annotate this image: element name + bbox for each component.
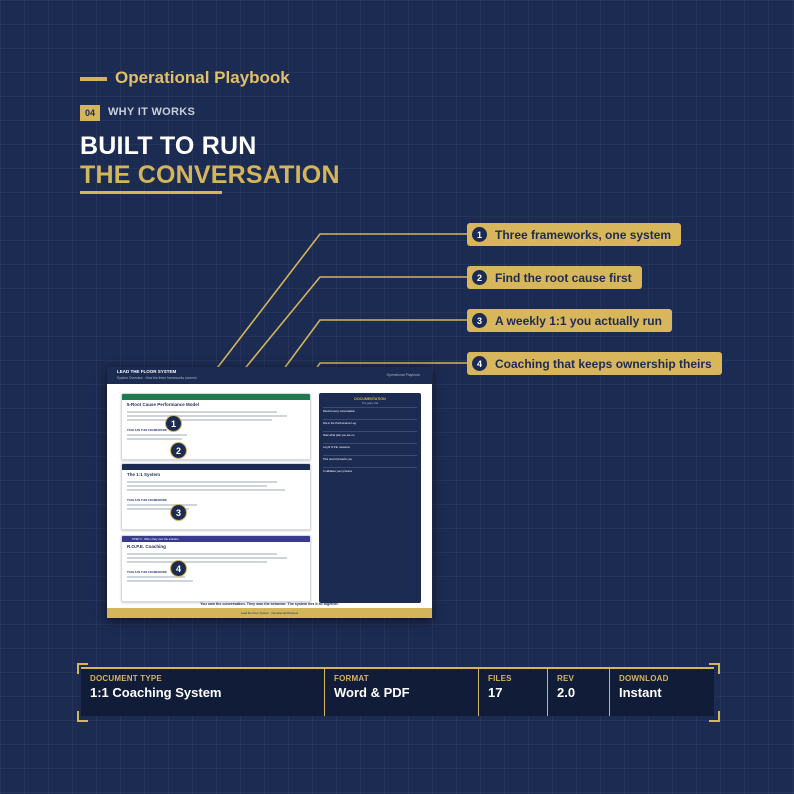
card-text-line	[127, 411, 277, 413]
card-text-line	[127, 489, 285, 491]
section-number-badge: 04	[80, 105, 100, 121]
callout-4: 4 Coaching that keeps ownership theirs	[467, 352, 722, 375]
sidebar-item: This record protects you	[323, 458, 352, 461]
sidebar-title: DOCUMENTATION	[354, 397, 386, 401]
sidebar-item: File in the Performance Log	[323, 422, 357, 425]
info-bar-corner	[77, 663, 88, 674]
card-title: 5-Root Cause Performance Model	[127, 402, 200, 407]
info-label: DOWNLOAD	[619, 674, 669, 683]
card-text-line	[127, 415, 287, 417]
card-step-label: STEP 3 · When they own the solution	[132, 537, 179, 541]
card-text-line	[127, 438, 182, 440]
card-text-line	[127, 508, 189, 510]
connector-line-1	[174, 233, 467, 424]
card-text-line	[127, 561, 267, 563]
callout-2: 2 Find the root cause first	[467, 266, 642, 289]
document-footer: Lead the Floor System · Operational Play…	[107, 608, 432, 618]
card-text-line	[127, 419, 272, 421]
step-marker-2: 2	[170, 442, 187, 459]
step-marker-1: 1	[165, 415, 182, 432]
document-preview: LEAD THE FLOOR SYSTEM System Overview · …	[107, 367, 432, 618]
card-header-bar: STEP 3 · When they own the solution	[122, 536, 310, 542]
step-marker-4: 4	[170, 560, 187, 577]
card-text-line	[127, 576, 185, 578]
info-cell-download: DOWNLOAD Instant	[610, 669, 714, 716]
headline-line-2: THE CONVERSATION	[80, 161, 340, 189]
card-text-line	[127, 557, 287, 559]
card-text-line	[127, 485, 267, 487]
sidebar-divider	[323, 455, 417, 456]
info-bar-corner	[709, 663, 720, 674]
info-label: FORMAT	[334, 674, 369, 683]
sidebar-divider	[323, 419, 417, 420]
info-cell-files: FILES 17	[479, 669, 548, 716]
section-label: WHY IT WORKS	[108, 106, 196, 118]
card-header-bar	[122, 394, 310, 400]
card-tools-label: TOOLS IN THIS FRAMEWORK	[127, 498, 167, 502]
info-bar-corner	[709, 711, 720, 722]
sidebar-divider	[323, 431, 417, 432]
sidebar-subtitle: The paper trail	[361, 402, 379, 405]
callout-number: 3	[472, 313, 487, 328]
framework-card-3: STEP 3 · When they own the solution R.O.…	[121, 535, 311, 602]
sidebar-divider	[323, 467, 417, 468]
info-cell-document-type: DOCUMENT TYPE 1:1 Coaching System	[81, 669, 325, 716]
card-header-bar	[122, 464, 310, 470]
card-title: The 1:1 System	[127, 472, 161, 477]
brand-title: Operational Playbook	[115, 68, 290, 87]
framework-card-1: 5-Root Cause Performance Model TOOLS IN …	[121, 393, 311, 460]
framework-card-2: The 1:1 System TOOLS IN THIS FRAMEWORK	[121, 463, 311, 530]
info-label: FILES	[488, 674, 512, 683]
info-cell-format: FORMAT Word & PDF	[325, 669, 479, 716]
sidebar-item: Note what plan you are on	[323, 434, 355, 437]
document-header-right: Operational Playbook	[386, 373, 420, 377]
info-value: 17	[488, 685, 503, 700]
callout-number: 4	[472, 356, 487, 371]
card-text-line	[127, 553, 277, 555]
card-text-line	[127, 580, 193, 582]
card-tools-label: TOOLS IN THIS FRAMEWORK	[127, 570, 167, 574]
callout-number: 2	[472, 270, 487, 285]
sidebar-item: It validates your process	[323, 470, 352, 473]
document-tagline: You own the conversation. They own the b…	[200, 602, 339, 606]
callout-3: 3 A weekly 1:1 you actually run	[467, 309, 672, 332]
document-footer-text: Lead the Floor System · Operational Play…	[240, 611, 299, 615]
headline-underline	[80, 191, 222, 194]
info-value: Word & PDF	[334, 685, 410, 700]
documentation-sidebar: DOCUMENTATION The paper trail Record eve…	[319, 393, 421, 603]
callout-1: 1 Three frameworks, one system	[467, 223, 682, 246]
sidebar-item: Log R.O.P.E. sessions	[323, 446, 350, 449]
headline-line-1: BUILT TO RUN	[80, 132, 257, 160]
info-value: 2.0	[557, 685, 576, 700]
callout-number: 1	[472, 227, 487, 242]
card-text-line	[127, 504, 197, 506]
card-text-line	[127, 481, 277, 483]
info-cell-rev: REV 2.0	[548, 669, 610, 716]
info-label: DOCUMENT TYPE	[90, 674, 162, 683]
info-value: 1:1 Coaching System	[90, 685, 222, 700]
document-header-title: LEAD THE FLOOR SYSTEM	[117, 369, 177, 374]
callout-text: A weekly 1:1 you actually run	[495, 313, 662, 328]
sidebar-divider	[323, 407, 417, 408]
card-title: R.O.P.E. Coaching	[127, 544, 166, 549]
product-info-bar: DOCUMENT TYPE 1:1 Coaching System FORMAT…	[81, 667, 714, 716]
brand-accent-bar	[80, 77, 107, 81]
callout-text: Coaching that keeps ownership theirs	[495, 356, 712, 371]
callout-text: Three frameworks, one system	[495, 227, 672, 242]
document-header: LEAD THE FLOOR SYSTEM System Overview · …	[107, 367, 432, 384]
info-label: REV	[557, 674, 575, 683]
document-header-subtitle: System Overview · How the three framewor…	[117, 376, 197, 380]
step-marker-3: 3	[170, 504, 187, 521]
callout-text: Find the root cause first	[495, 270, 632, 285]
info-value: Instant	[619, 685, 662, 700]
card-text-line	[127, 434, 187, 436]
sidebar-divider	[323, 443, 417, 444]
info-bar-corner	[77, 711, 88, 722]
card-tools-label: TOOLS IN THIS FRAMEWORK	[127, 428, 167, 432]
sidebar-item: Record every conversation	[323, 410, 355, 413]
